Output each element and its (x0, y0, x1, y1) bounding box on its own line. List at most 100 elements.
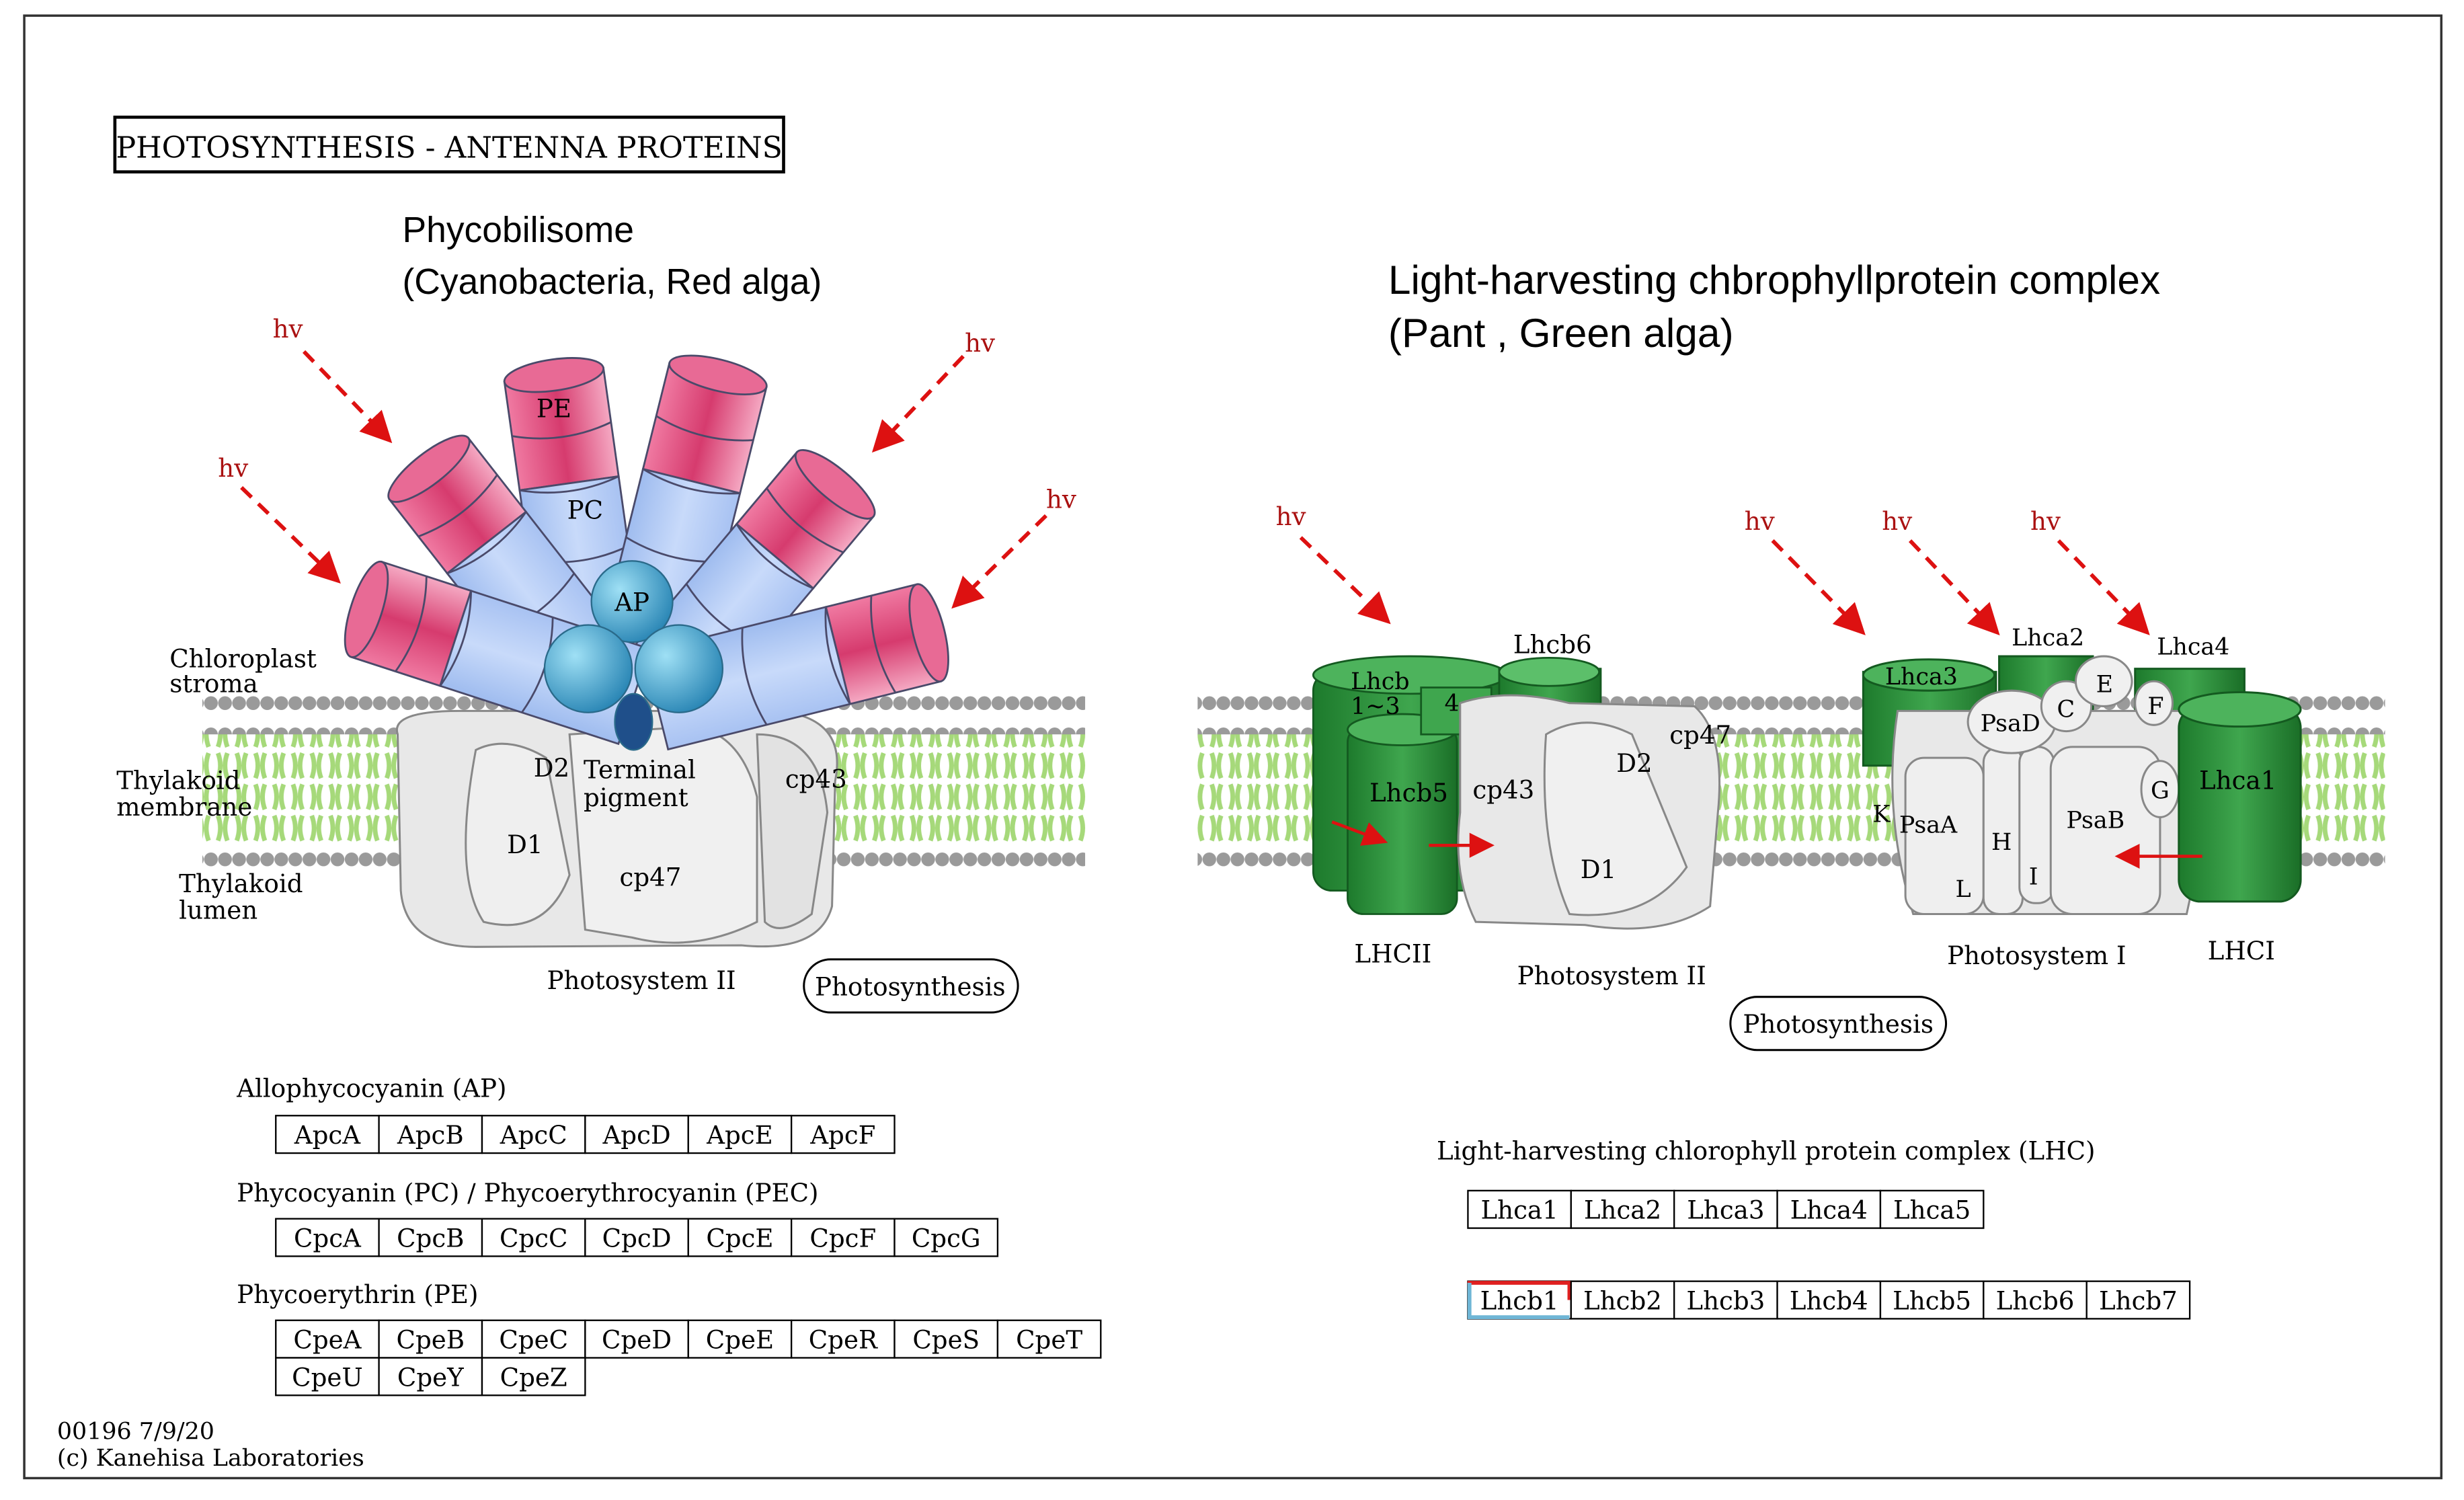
photosynthesis-link-label[interactable]: Photosynthesis (1743, 1009, 1934, 1039)
psal-label: L (1955, 876, 1971, 903)
photosynthesis-map-link-left[interactable]: Photosynthesis (803, 958, 1019, 1014)
photosynthesis-link-label[interactable]: Photosynthesis (815, 972, 1006, 1001)
thylakoid-lumen-label-2: lumen (179, 895, 257, 924)
lhcb6-label: Lhcb6 (1513, 629, 1592, 659)
gene-box-highlighted[interactable]: Lhcb1 (1467, 1280, 1572, 1320)
svg-text:Lhca2: Lhca2 (1584, 1195, 1661, 1225)
gene-box[interactable]: CpeA (275, 1319, 380, 1359)
gene-box[interactable]: CpeS (893, 1319, 999, 1359)
svg-text:ApcE: ApcE (706, 1120, 773, 1150)
svg-text:Lhcb1: Lhcb1 (1480, 1286, 1559, 1315)
svg-text:CpcE: CpcE (706, 1224, 773, 1253)
gene-box[interactable]: CpcE (687, 1218, 793, 1257)
footer-id-date: 00196 7/9/20 (57, 1418, 214, 1445)
gene-box[interactable]: CpcG (893, 1218, 999, 1257)
svg-text:Lhca3: Lhca3 (1687, 1195, 1764, 1225)
psac-label: C (2057, 697, 2075, 723)
svg-text:Lhca5: Lhca5 (1893, 1195, 1971, 1225)
psak-label: K (1872, 801, 1891, 828)
gene-box[interactable]: Lhca4 (1776, 1189, 1882, 1229)
gene-box[interactable]: CpeC (481, 1319, 586, 1359)
left-gene-groups: Allophycocyanin (AP) ApcA ApcB ApcC ApcD… (236, 1073, 1102, 1396)
diagram-frame (23, 14, 2442, 1480)
svg-text:CpeT: CpeT (1016, 1325, 1082, 1355)
gene-box[interactable]: ApcE (687, 1115, 793, 1154)
gene-box[interactable]: Lhcb7 (2085, 1280, 2191, 1320)
gene-box[interactable]: ApcC (481, 1115, 586, 1154)
svg-text:CpcG: CpcG (912, 1224, 981, 1253)
gene-box[interactable]: CpcD (584, 1218, 689, 1257)
gene-box[interactable]: CpeZ (481, 1357, 586, 1396)
lhca4-label: Lhca4 (2157, 634, 2229, 661)
gene-box[interactable]: CpcF (790, 1218, 896, 1257)
lhca-gene-row: Lhca1 Lhca2 Lhca3 Lhca4 Lhca5 (1467, 1189, 1985, 1229)
gene-box[interactable]: Lhcb5 (1879, 1280, 1985, 1320)
svg-text:CpeY: CpeY (397, 1362, 464, 1392)
thylakoid-lumen-label-1: Thylakoid (179, 869, 303, 898)
ps2-d1-label: D1 (507, 830, 543, 859)
svg-text:ApcD: ApcD (602, 1120, 670, 1150)
gene-box[interactable]: Lhcb4 (1776, 1280, 1882, 1320)
svg-text:CpcF: CpcF (809, 1224, 876, 1253)
gene-box[interactable]: Lhcb2 (1570, 1280, 1675, 1320)
gene-box[interactable]: Lhca5 (1879, 1189, 1985, 1229)
right-cp43-label: cp43 (1472, 775, 1534, 805)
svg-text:ApcF: ApcF (809, 1120, 875, 1150)
psaf-label: F (2147, 693, 2163, 720)
photosystem-i-label: Photosystem I (1947, 941, 2126, 970)
gene-box[interactable]: Lhcb3 (1673, 1280, 1778, 1320)
lhcb4-label: 4 (1445, 690, 1460, 717)
gene-box[interactable]: CpeT (996, 1319, 1102, 1359)
hv-label: hv (1046, 484, 1076, 514)
gene-box[interactable]: CpcC (481, 1218, 586, 1257)
svg-text:Lhcb5: Lhcb5 (1893, 1286, 1971, 1315)
lhca2-label: Lhca2 (2012, 625, 2084, 652)
ps2-cp43-label: cp43 (785, 764, 847, 793)
ps2-d2-label: D2 (534, 753, 569, 783)
psag-label: G (2151, 778, 2170, 805)
gene-box[interactable]: Lhca3 (1673, 1189, 1778, 1229)
hv-label: hv (273, 314, 303, 344)
lhc-group-title: Light-harvesting chlorophyll protein com… (1437, 1136, 2096, 1165)
hv-label: hv (965, 328, 995, 358)
pe-label: PE (536, 393, 571, 423)
psae-label: E (2096, 672, 2113, 699)
gene-box[interactable]: CpcB (378, 1218, 483, 1257)
left-photosystem-ii-label: Photosystem II (547, 965, 736, 995)
svg-text:CpcB: CpcB (397, 1224, 464, 1253)
gene-box[interactable]: CpcA (275, 1218, 380, 1257)
ap-label: AP (614, 588, 649, 617)
svg-text:CpeR: CpeR (809, 1325, 878, 1355)
gene-box[interactable]: CpeD (584, 1319, 689, 1359)
gene-box[interactable]: CpeY (378, 1357, 483, 1396)
gene-box[interactable]: CpeE (687, 1319, 793, 1359)
psaa-label: PsaA (1899, 812, 1958, 839)
svg-text:CpeS: CpeS (912, 1325, 980, 1355)
pe-gene-row-2: CpeU CpeY CpeZ (275, 1357, 586, 1396)
svg-text:CpeD: CpeD (602, 1325, 672, 1355)
gene-box[interactable]: CpeB (378, 1319, 483, 1359)
svg-text:ApcC: ApcC (500, 1120, 567, 1150)
photosynthesis-map-link-right[interactable]: Photosynthesis (1729, 996, 1948, 1052)
gene-box[interactable]: CpeU (275, 1357, 380, 1396)
lhcb-gene-row: Lhcb1 Lhcb2 Lhcb3 Lhcb4 Lhcb5 Lhcb6 Lhcb… (1467, 1280, 2191, 1320)
psai-label: I (2029, 863, 2038, 890)
gene-box[interactable]: Lhca2 (1570, 1189, 1675, 1229)
gene-box[interactable]: Lhca1 (1467, 1189, 1572, 1229)
gene-box[interactable]: Lhcb6 (1983, 1280, 2088, 1320)
gene-box[interactable]: CpeR (790, 1319, 896, 1359)
gene-box[interactable]: ApcA (275, 1115, 380, 1154)
chloroplast-stroma-label-1: Chloroplast (169, 643, 317, 673)
svg-text:CpcC: CpcC (500, 1224, 568, 1253)
lhcb5-label: Lhcb5 (1369, 778, 1448, 807)
right-cp47-label: cp47 (1669, 720, 1731, 750)
hv-label: hv (1745, 506, 1775, 536)
gene-box[interactable]: ApcB (378, 1115, 483, 1154)
pe-group-title: Phycoerythrin (PE) (237, 1279, 478, 1309)
pc-label: PC (567, 496, 603, 525)
gene-box[interactable]: ApcD (584, 1115, 689, 1154)
gene-box[interactable]: ApcF (790, 1115, 896, 1154)
pc-group-title: Phycocyanin (PC) / Phycoerythrocyanin (P… (237, 1178, 818, 1208)
ap-gene-row: ApcA ApcB ApcC ApcD ApcE ApcF (275, 1115, 896, 1154)
svg-text:Lhcb7: Lhcb7 (2099, 1286, 2178, 1315)
